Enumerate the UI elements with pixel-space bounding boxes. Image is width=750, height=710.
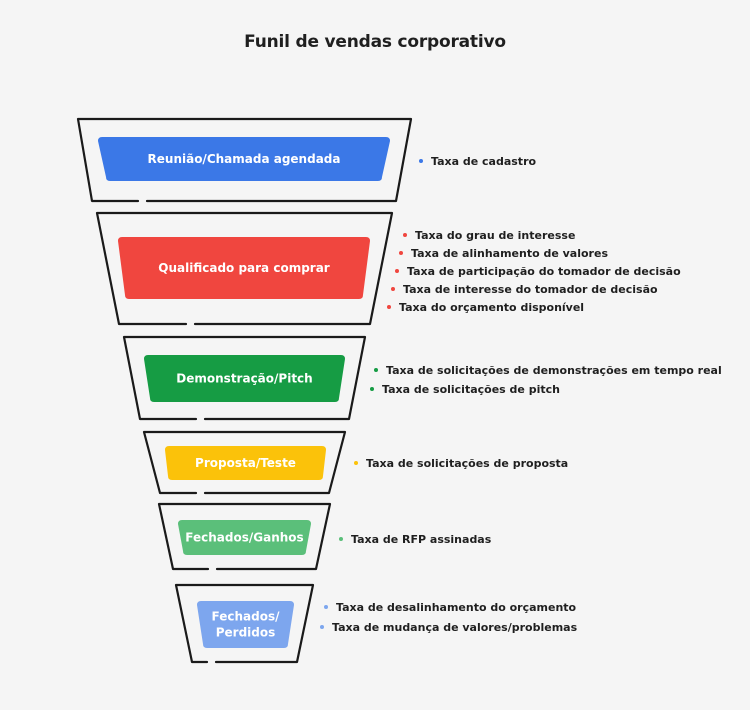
bullet-dot-icon	[391, 287, 395, 291]
stage-bar	[118, 237, 370, 299]
stage-bar	[178, 520, 311, 555]
stage-bar	[144, 355, 345, 402]
stage-outline	[157, 502, 332, 571]
stage-label: Perdidos	[216, 626, 276, 640]
bullet-dot-icon	[324, 605, 328, 609]
metric-item: Taxa de cadastro	[419, 155, 536, 169]
stage-label: Fechados/Ganhos	[185, 531, 303, 545]
stage-bar	[165, 446, 326, 480]
funnel-stage-6: Fechados/Perdidos	[174, 583, 315, 664]
stage-label: Proposta/Teste	[195, 456, 296, 470]
metric-item: Taxa de participação do tomador de decis…	[395, 265, 681, 279]
metric-label: Taxa de participação do tomador de decis…	[407, 265, 681, 278]
bullet-dot-icon	[320, 625, 324, 629]
metric-item: Taxa do grau de interesse	[403, 229, 575, 243]
metric-item: Taxa de mudança de valores/problemas	[320, 621, 577, 635]
bullet-dot-icon	[374, 368, 378, 372]
metric-item: Taxa de interesse do tomador de decisão	[391, 283, 658, 297]
metric-item: Taxa de solicitações de proposta	[354, 457, 568, 471]
metric-item: Taxa de solicitações de demonstrações em…	[374, 364, 722, 378]
metric-label: Taxa do grau de interesse	[415, 229, 576, 242]
funnel-stage-1: Reunião/Chamada agendada	[76, 117, 413, 203]
metric-label: Taxa de interesse do tomador de decisão	[403, 283, 658, 296]
funnel-stage-3: Demonstração/Pitch	[122, 335, 367, 421]
stage-label: Fechados/	[212, 610, 281, 624]
bullet-dot-icon	[399, 251, 403, 255]
metric-label: Taxa de RFP assinadas	[351, 533, 492, 546]
diagram-title: Funil de vendas corporativo	[244, 32, 506, 52]
metric-label: Taxa de mudança de valores/problemas	[332, 621, 578, 634]
bullet-dot-icon	[419, 159, 423, 163]
stage-bar	[98, 137, 390, 181]
stage-outline	[95, 211, 394, 326]
metric-item: Taxa do orçamento disponível	[387, 301, 584, 315]
metric-item: Taxa de solicitações de pitch	[370, 383, 560, 397]
metric-label: Taxa de solicitações de proposta	[366, 457, 569, 470]
stage-bar	[197, 601, 294, 648]
metric-label: Taxa de solicitações de demonstrações em…	[386, 364, 722, 377]
funnel-stage-5: Fechados/Ganhos	[157, 502, 332, 571]
stage-label: Qualificado para comprar	[158, 261, 330, 275]
bullet-dot-icon	[354, 461, 358, 465]
bullet-dot-icon	[387, 305, 391, 309]
stage-outline	[122, 335, 367, 421]
metric-label: Taxa de cadastro	[431, 155, 537, 168]
metric-label: Taxa de alinhamento de valores	[411, 247, 608, 260]
metric-item: Taxa de desalinhamento do orçamento	[324, 601, 576, 615]
metric-label: Taxa de desalinhamento do orçamento	[336, 601, 577, 614]
bullet-dot-icon	[339, 537, 343, 541]
stage-label: Demonstração/Pitch	[176, 372, 312, 386]
bullet-dot-icon	[403, 233, 407, 237]
stage-outline	[142, 430, 347, 495]
bullet-dot-icon	[370, 387, 374, 391]
funnel-stage-2: Qualificado para comprar	[95, 211, 394, 326]
stage-outline	[76, 117, 413, 203]
metric-item: Taxa de RFP assinadas	[339, 533, 491, 547]
funnel-stage-4: Proposta/Teste	[142, 430, 347, 495]
metric-item: Taxa de alinhamento de valores	[399, 247, 608, 261]
metric-label: Taxa de solicitações de pitch	[382, 383, 560, 396]
metric-label: Taxa do orçamento disponível	[399, 301, 585, 314]
stage-label: Reunião/Chamada agendada	[148, 152, 341, 166]
stage-outline	[174, 583, 315, 664]
bullet-dot-icon	[395, 269, 399, 273]
